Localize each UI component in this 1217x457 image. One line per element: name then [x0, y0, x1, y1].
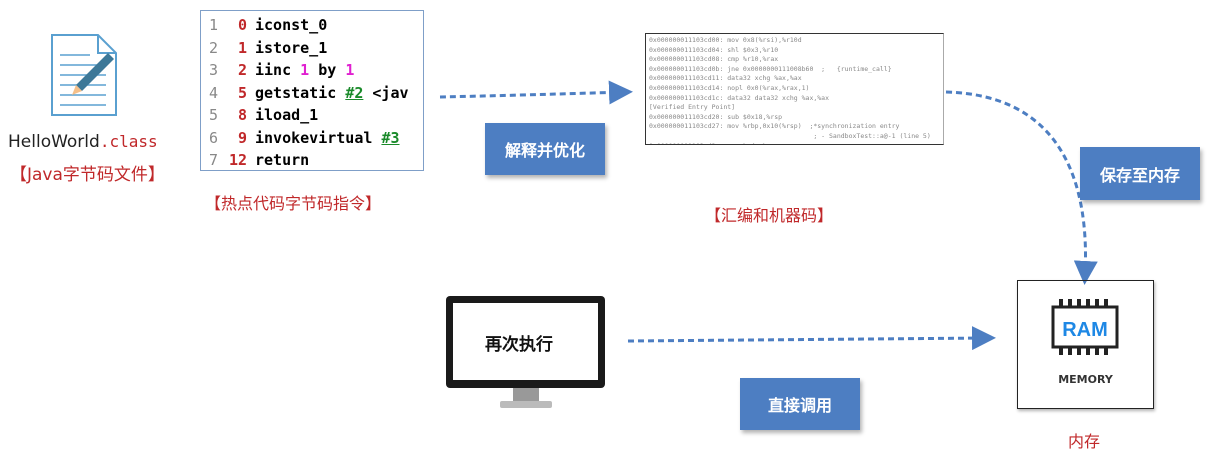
constant-ref-link[interactable]: #2	[345, 83, 364, 102]
ram-chip-icon: RAM	[1051, 299, 1119, 355]
memory-label: 内存	[1068, 432, 1101, 451]
file-label: 【Java字节码文件】	[10, 165, 165, 185]
operand-text: by	[309, 61, 346, 79]
ram-text: RAM	[1062, 319, 1108, 341]
offset: 9	[237, 128, 247, 147]
monitor-text: 再次执行	[485, 335, 553, 355]
line-number: 6	[209, 128, 219, 147]
line-number: 7	[209, 151, 219, 169]
offset: 5	[237, 83, 247, 102]
constant-ref-link[interactable]: #3	[381, 128, 400, 147]
line-number: 2	[209, 38, 219, 57]
offset: 12	[228, 151, 247, 169]
assembly-listing: 0x000000011103cd00: mov 0x8(%rsi),%r10d …	[645, 33, 944, 145]
arrow-to-memory	[945, 90, 1098, 285]
file-name: HelloWorld.class	[8, 132, 158, 152]
arrow-to-asm	[439, 80, 633, 105]
opcode: invokevirtual	[255, 128, 373, 147]
bytecode-label: 【热点代码字节码指令】	[205, 194, 382, 213]
asm-label: 【汇编和机器码】	[705, 206, 834, 225]
memory-caption: MEMORY	[1058, 373, 1113, 386]
offset: 2	[237, 61, 247, 79]
opcode: iload_1	[255, 106, 319, 124]
opcode: istore_1	[255, 38, 328, 57]
direct-call-button[interactable]: 直接调用	[740, 378, 860, 430]
operand: 1	[300, 61, 310, 79]
line-number: 4	[209, 83, 219, 102]
opcode: iinc	[255, 61, 292, 79]
file-ext: .class	[99, 132, 158, 151]
offset: 1	[237, 38, 247, 57]
opcode: iconst_0	[255, 16, 328, 34]
opcode: return	[255, 151, 310, 169]
bytecode-line: 7 12 return	[209, 149, 309, 171]
opcode: getstatic	[255, 83, 337, 102]
operand: 1	[345, 61, 355, 79]
line-number: 1	[209, 16, 219, 34]
save-to-memory-button[interactable]: 保存至内存	[1080, 147, 1200, 200]
file-base-name: HelloWorld	[8, 132, 100, 152]
memory-box: RAM MEMORY	[1017, 280, 1154, 409]
line-number: 5	[209, 106, 219, 124]
monitor-icon	[445, 295, 607, 419]
offset: 8	[237, 106, 247, 124]
arrow-direct-call	[627, 326, 996, 351]
document-pencil-icon	[50, 33, 120, 122]
interpret-optimize-button[interactable]: 解释并优化	[485, 123, 605, 175]
line-number: 3	[209, 61, 219, 79]
operand-text: <jav	[363, 83, 409, 102]
offset: 0	[237, 16, 247, 34]
